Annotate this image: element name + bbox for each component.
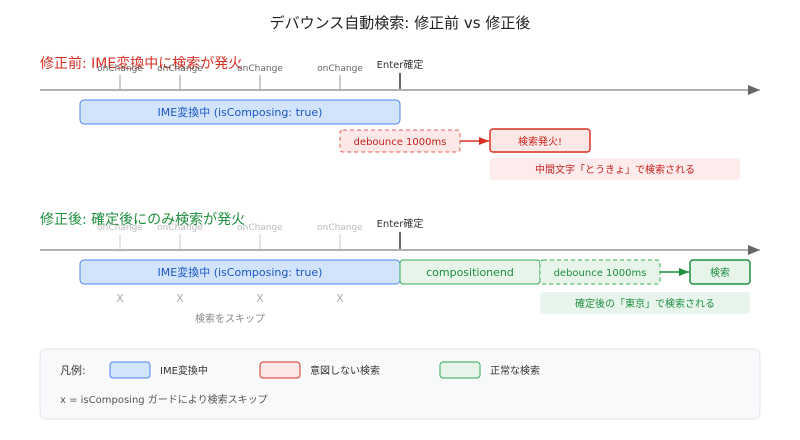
- after-event-label: onChange: [97, 223, 143, 233]
- after-note-box: [540, 292, 750, 314]
- before-event-label: onChange: [237, 64, 283, 74]
- skip-x-mark: X: [336, 292, 344, 305]
- before-result-box: [489, 128, 591, 153]
- legend-title: 凡例:: [60, 363, 86, 377]
- legend-label-unintended: 意図しない検索: [310, 364, 380, 377]
- legend-swatch-ime: [109, 361, 151, 379]
- after-event-label: onChange: [317, 223, 363, 233]
- legend-label-normal: 正常な検索: [490, 364, 540, 377]
- before-event-label: onChange: [157, 64, 203, 74]
- after-event-label: onChange: [237, 223, 283, 233]
- after-enter-label: Enter確定: [377, 217, 424, 230]
- before-debounce-label: debounce 1000ms: [354, 137, 447, 148]
- after-result-box: [689, 259, 751, 285]
- after-note: 確定後の「東京」で検索される: [575, 297, 715, 310]
- legend-footnote: x = isComposing ガードにより検索スキップ: [60, 393, 268, 406]
- skip-x-mark: X: [256, 292, 264, 305]
- after-result-label: 検索: [710, 266, 730, 279]
- before-heading: 修正前: IME変換中に検索が発火: [40, 55, 242, 72]
- diagram-title: デバウンス自動検索: 修正前 vs 修正後: [270, 14, 531, 32]
- before-ime-bar-label: IME変換中 (isComposing: true): [158, 105, 323, 119]
- legend-label-ime: IME変換中: [160, 364, 208, 377]
- legend-swatch-unintended: [259, 361, 301, 379]
- after-ime-bar-label: IME変換中 (isComposing: true): [158, 265, 323, 279]
- after-heading: 修正後: 確定後にのみ検索が発火: [40, 211, 245, 228]
- legend-swatch-normal: [439, 361, 481, 379]
- before-enter-label: Enter確定: [377, 58, 424, 71]
- before-note-box: [490, 158, 740, 180]
- after-debounce-label: debounce 1000ms: [554, 268, 647, 279]
- skip-x-mark: X: [116, 292, 124, 305]
- before-event-label: onChange: [317, 64, 363, 74]
- legend-panel: [39, 348, 761, 420]
- before-note: 中間文字「とうきょ」で検索される: [535, 163, 695, 176]
- skip-label: 検索をスキップ: [195, 312, 265, 325]
- after-compositionend-label: compositionend: [426, 266, 514, 279]
- after-event-label: onChange: [157, 223, 203, 233]
- before-event-label: onChange: [97, 64, 143, 74]
- before-result-label: 検索発火!: [518, 135, 562, 148]
- before-ime-bar: [79, 99, 401, 125]
- skip-x-mark: X: [176, 292, 184, 305]
